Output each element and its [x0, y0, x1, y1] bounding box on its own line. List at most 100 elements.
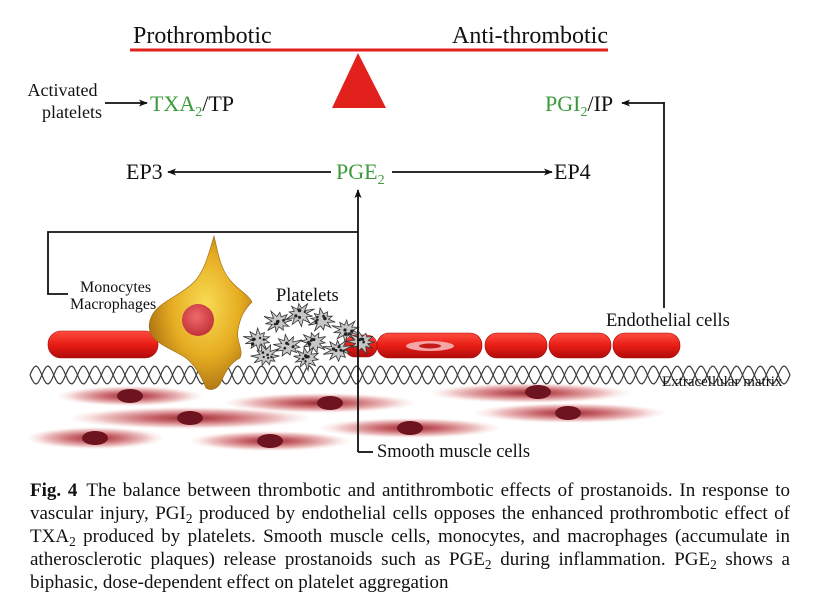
txa2-tp-label: TXA2/TP: [150, 91, 234, 120]
activated-platelets-label: Activated platelets: [28, 80, 102, 122]
endothelial-cell: [612, 332, 681, 359]
endothelial-cells-label: Endothelial cells: [606, 311, 730, 331]
platelet-granule: [301, 357, 305, 361]
caption-segment: shows a: [716, 549, 790, 570]
pgi-text: PGI: [545, 91, 580, 116]
monocytes-label-line: Monocytes: [80, 279, 151, 296]
caption-segment: TXA: [30, 526, 70, 547]
caption-line: atherosclerotic plaques) release prostan…: [30, 548, 790, 571]
platelet-granule: [362, 340, 366, 344]
smooth-muscle-nucleus: [525, 385, 551, 399]
platelet-granule: [261, 351, 265, 354]
caption-segment: vascular injury, PGI: [30, 503, 186, 524]
platelet: [285, 302, 315, 328]
platelet: [250, 342, 280, 367]
caption-line: biphasic, dose-dependent effect on plate…: [30, 571, 790, 594]
platelet-granule: [314, 320, 318, 324]
platelet-granule: [276, 320, 279, 323]
pge-text: PGE: [336, 159, 378, 184]
platelet-granule: [266, 353, 269, 357]
platelet-cluster: [243, 302, 375, 373]
platelet: [331, 318, 361, 344]
platelet-granule: [306, 355, 310, 359]
caption-line-text: atherosclerotic plaques) release prostan…: [30, 549, 790, 572]
pgi-subscript: 2: [580, 105, 587, 120]
platelet-granule: [297, 308, 302, 313]
platelet-granule: [343, 328, 347, 332]
platelet-granule: [262, 355, 265, 359]
platelet-granule: [334, 349, 338, 352]
platelet-granule: [282, 318, 285, 322]
platelet-granule: [337, 345, 341, 349]
figure-label: Fig. 4: [30, 480, 78, 501]
platelet-granule: [342, 349, 345, 353]
matrix-fiber: [29, 365, 791, 385]
platelet-granule: [312, 338, 316, 342]
smooth-muscle-nucleus: [82, 431, 108, 445]
platelet: [299, 331, 327, 354]
pge-subscript: 2: [378, 173, 385, 188]
caption-subscript: 2: [185, 510, 193, 526]
platelet-granule: [250, 342, 255, 346]
smooth-muscle-nucleus: [177, 411, 203, 425]
activated-platelets-line: Activated: [28, 80, 98, 100]
platelets-label: Platelets: [276, 286, 339, 306]
platelet-granule: [252, 337, 256, 341]
platelet-granule: [304, 360, 307, 363]
smooth-muscle-cells-label: Smooth muscle cells: [377, 442, 530, 462]
pge2-label: PGE2: [336, 159, 385, 188]
caption-line-text: TXA2 produced by platelets. Smooth muscl…: [30, 526, 790, 548]
platelet-granule: [316, 315, 319, 319]
txa-subscript: 2: [195, 105, 202, 120]
monocytes-label: Monocytes Macrophages: [70, 279, 156, 313]
caption-line-text: vascular injury, PGI2 produced by endoth…: [30, 503, 790, 526]
platelet-granule: [267, 356, 270, 360]
platelet-granule: [283, 346, 287, 350]
caption-subscript: 2: [710, 556, 717, 572]
platelet-granule: [270, 355, 273, 359]
caption-segment: during inflammation. PGE: [491, 549, 711, 570]
platelet-granule: [331, 347, 336, 351]
caption-line: TXA2 produced by platelets. Smooth muscl…: [30, 525, 790, 548]
caption-segment: biphasic, dose-dependent effect on plate…: [30, 572, 449, 593]
endothelial-cell: [548, 332, 612, 359]
platelet-granule: [307, 341, 310, 344]
smooth-muscle-nucleus: [257, 434, 283, 448]
prothrombotic-label: Prothrombotic: [133, 23, 272, 49]
smooth-muscle-nucleus: [117, 389, 143, 403]
endothelial-nucleus-core: [419, 343, 441, 349]
balance-fulcrum: [332, 53, 386, 108]
caption-segment: produced by endothelial cells opposes th…: [192, 503, 790, 524]
platelet: [243, 326, 271, 353]
platelet: [322, 339, 353, 363]
platelet-granule: [304, 356, 308, 359]
pgi2-ip-label: PGI2/IP: [545, 91, 613, 120]
caption-line-text: Fig. 4 The balance between thrombotic and…: [30, 480, 790, 501]
platelet-granule: [285, 341, 289, 345]
platelet-granule: [343, 332, 348, 336]
platelet-granule: [294, 314, 298, 318]
smooth-muscle-nucleus: [397, 421, 423, 435]
platelet: [346, 328, 375, 356]
txa-text: TXA: [150, 91, 195, 116]
caption-line-text: biphasic, dose-dependent effect on plate…: [30, 572, 449, 593]
platelet-granule: [358, 338, 362, 342]
smooth-muscle-nucleus: [317, 396, 343, 410]
caption-segment: The balance between thrombotic and antit…: [86, 480, 790, 501]
caption-subscript: 2: [484, 556, 492, 572]
platelet-granule: [262, 338, 266, 341]
platelet: [293, 346, 320, 373]
endothelial-cell: [47, 330, 159, 359]
tp-receptor-text: /TP: [202, 91, 234, 116]
platelet-granule: [297, 315, 302, 319]
smooth-muscle-nucleus: [555, 406, 581, 420]
prostanoid-balance-diagram: Prothrombotic Anti-thrombotic Activated …: [27, 23, 791, 462]
antithrombotic-label: Anti-thrombotic: [452, 23, 608, 49]
platelet: [308, 306, 336, 333]
ep3-label: EP3: [126, 159, 163, 184]
platelet-granule: [291, 345, 295, 349]
platelet-granule: [273, 323, 276, 326]
platelet-granule: [339, 348, 343, 352]
platelet-granule: [350, 329, 354, 333]
